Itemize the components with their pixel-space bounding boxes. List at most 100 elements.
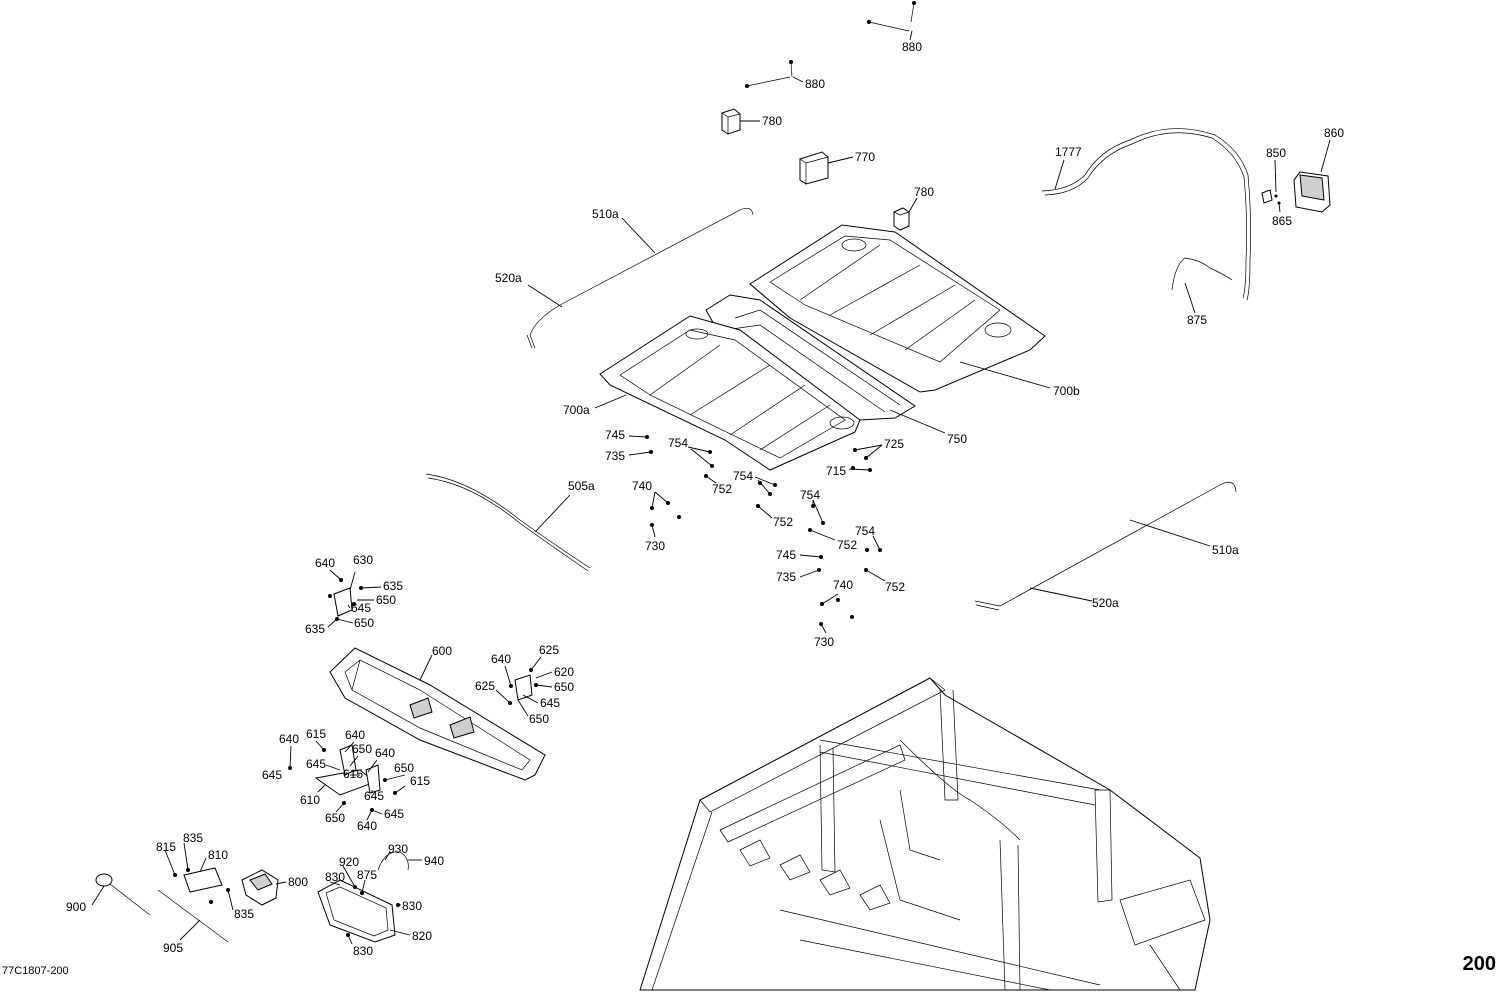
callout-725: 725 bbox=[884, 437, 904, 451]
callout-635-a: 635 bbox=[383, 579, 403, 593]
callout-645-d: 645 bbox=[306, 757, 326, 771]
callout-780-top: 780 bbox=[762, 114, 782, 128]
part-810-plate bbox=[173, 867, 230, 904]
callout-754-a: 754 bbox=[668, 436, 688, 450]
part-700b-floor-right bbox=[749, 224, 1046, 393]
callout-875-top: 875 bbox=[1187, 313, 1207, 327]
callout-820: 820 bbox=[412, 929, 432, 943]
callout-880-top: 880 bbox=[902, 40, 922, 54]
callout-650-a: 650 bbox=[376, 593, 396, 607]
callout-650-b: 650 bbox=[354, 616, 374, 630]
part-510a-520a-strip-top bbox=[526, 208, 754, 349]
part-780-pad-top bbox=[721, 108, 741, 135]
callout-865: 865 bbox=[1272, 214, 1292, 228]
part-900-arm bbox=[95, 873, 151, 916]
callout-752-b: 752 bbox=[773, 515, 793, 529]
callout-700b: 700b bbox=[1053, 384, 1080, 398]
callout-745-a: 745 bbox=[605, 428, 625, 442]
callout-830-a: 830 bbox=[325, 870, 345, 884]
callout-754-b: 754 bbox=[733, 469, 753, 483]
callout-860: 860 bbox=[1324, 126, 1344, 140]
callout-645-c: 645 bbox=[262, 768, 282, 782]
callout-640-c: 640 bbox=[279, 732, 299, 746]
callout-640-f: 640 bbox=[357, 819, 377, 833]
part-800-motor bbox=[241, 869, 279, 906]
part-700a-floor-left bbox=[599, 315, 861, 471]
callout-640-b: 640 bbox=[491, 652, 511, 666]
callout-650-c: 650 bbox=[554, 680, 574, 694]
callout-875-b: 875 bbox=[357, 868, 377, 882]
callout-505a: 505a bbox=[568, 479, 595, 493]
part-880-top bbox=[867, 1, 916, 32]
callout-650-f: 650 bbox=[394, 761, 414, 775]
callout-815: 815 bbox=[156, 840, 176, 854]
part-505a-strip bbox=[425, 473, 591, 572]
callout-880-mid: 880 bbox=[805, 77, 825, 91]
callout-620: 620 bbox=[554, 665, 574, 679]
part-1777-hose bbox=[1041, 128, 1252, 301]
callout-735-b: 735 bbox=[776, 570, 796, 584]
callout-752-d: 752 bbox=[885, 580, 905, 594]
callout-810: 810 bbox=[208, 848, 228, 862]
part-820-housing bbox=[317, 879, 400, 943]
part-930-hose bbox=[377, 851, 409, 871]
callout-645-a: 645 bbox=[351, 601, 371, 615]
callout-752-a: 752 bbox=[712, 482, 732, 496]
callout-830-b: 830 bbox=[402, 899, 422, 913]
callout-635-b: 635 bbox=[305, 622, 325, 636]
callout-780-mid: 780 bbox=[914, 185, 934, 199]
callout-610: 610 bbox=[300, 793, 320, 807]
callout-900: 900 bbox=[66, 900, 86, 914]
callout-645-f: 645 bbox=[384, 807, 404, 821]
callout-640-d: 640 bbox=[345, 728, 365, 742]
callout-735-a: 735 bbox=[605, 449, 625, 463]
callout-650-e: 650 bbox=[352, 742, 372, 756]
callout-650-g: 650 bbox=[325, 811, 345, 825]
part-510a-520a-strip-bottom bbox=[974, 481, 1237, 611]
callout-615-b: 615 bbox=[343, 767, 363, 781]
callout-650-d: 650 bbox=[529, 712, 549, 726]
callout-625-b: 625 bbox=[475, 679, 495, 693]
callout-730-a: 730 bbox=[645, 539, 665, 553]
callout-850: 850 bbox=[1266, 146, 1286, 160]
callout-740-a: 740 bbox=[632, 479, 652, 493]
callout-510a-top: 510a bbox=[592, 207, 619, 221]
callout-770: 770 bbox=[855, 150, 875, 164]
callout-715: 715 bbox=[826, 464, 846, 478]
part-860-reservoir bbox=[1293, 171, 1331, 213]
callout-835-a: 835 bbox=[183, 831, 203, 845]
callout-930: 930 bbox=[388, 842, 408, 856]
callout-905: 905 bbox=[163, 941, 183, 955]
part-905-blade bbox=[157, 889, 229, 943]
callout-700a: 700a bbox=[563, 403, 590, 417]
callout-510a-bot: 510a bbox=[1212, 543, 1239, 557]
callout-645-b: 645 bbox=[540, 696, 560, 710]
callout-754-d: 754 bbox=[855, 524, 875, 538]
leader-lines bbox=[91, 30, 1331, 945]
callout-640-e: 640 bbox=[375, 746, 395, 760]
callout-630: 630 bbox=[353, 553, 373, 567]
callout-745-b: 745 bbox=[776, 548, 796, 562]
callout-625-a: 625 bbox=[539, 643, 559, 657]
callout-920: 920 bbox=[339, 855, 359, 869]
callout-730-b: 730 bbox=[814, 635, 834, 649]
callout-645-e: 645 bbox=[364, 789, 384, 803]
callout-640-a: 640 bbox=[315, 556, 335, 570]
vehicle-frame bbox=[639, 677, 1211, 991]
callout-800: 800 bbox=[288, 875, 308, 889]
part-750-tunnel bbox=[705, 294, 916, 421]
callout-740-b: 740 bbox=[833, 578, 853, 592]
part-630-bracket bbox=[328, 578, 363, 621]
callout-520a-bot: 520a bbox=[1092, 596, 1119, 610]
callout-labels: 880 880 780 770 780 1777 850 860 865 875… bbox=[66, 40, 1344, 958]
callout-940: 940 bbox=[424, 854, 444, 868]
callout-750: 750 bbox=[947, 432, 967, 446]
diagram-code: 77C1807-200 bbox=[2, 965, 69, 977]
part-770-pad bbox=[799, 151, 829, 185]
part-880-mid bbox=[745, 60, 793, 88]
part-600-dash-panel bbox=[329, 647, 546, 781]
callout-615-c: 615 bbox=[410, 774, 430, 788]
part-780-pad-mid bbox=[893, 207, 910, 231]
